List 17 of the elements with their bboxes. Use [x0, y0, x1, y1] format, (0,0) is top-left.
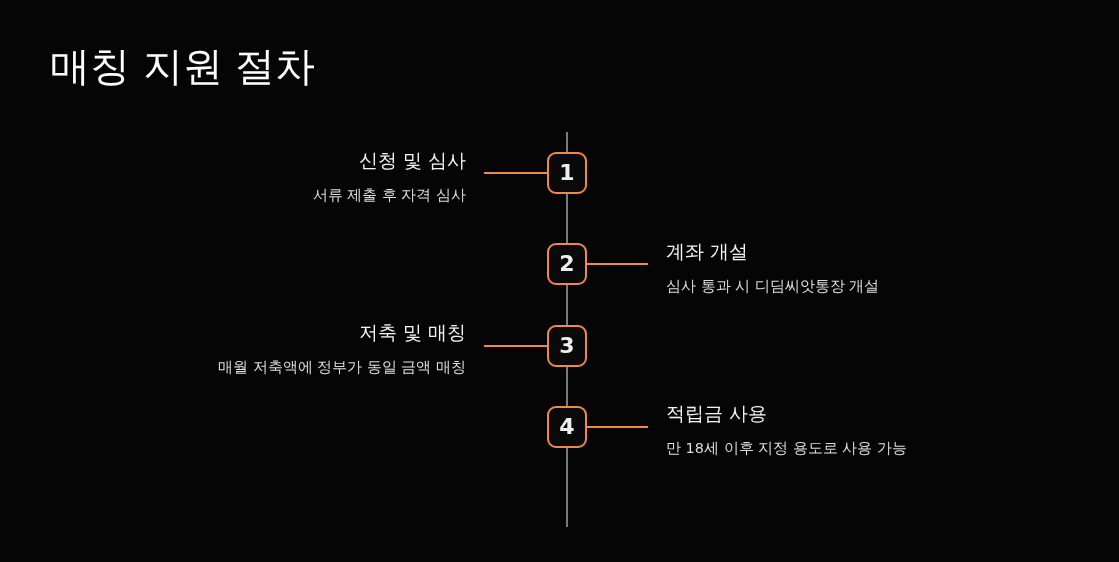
step-number-box: 3: [547, 325, 587, 367]
step-heading: 계좌 개설: [666, 239, 749, 264]
step-number-box: 2: [547, 243, 587, 285]
connector-line: [586, 263, 649, 265]
step-description: 매월 저축액에 정부가 동일 금액 매칭: [217, 358, 466, 377]
step-description: 서류 제출 후 자격 심사: [312, 186, 466, 205]
step-number-box: 1: [547, 152, 587, 194]
step-heading: 저축 및 매칭: [358, 320, 466, 345]
title: 매칭 지원 절차: [50, 42, 316, 91]
connector-line: [483, 172, 548, 174]
step-description: 심사 통과 시 디딤씨앗통장 개설: [666, 277, 880, 296]
connector-line: [586, 426, 649, 428]
connector-line: [483, 345, 548, 347]
step-heading: 적립금 사용: [666, 401, 768, 426]
step-heading: 신청 및 심사: [358, 148, 466, 173]
step-number-box: 4: [547, 406, 587, 448]
step-description: 만 18세 이후 지정 용도로 사용 가능: [666, 439, 908, 458]
